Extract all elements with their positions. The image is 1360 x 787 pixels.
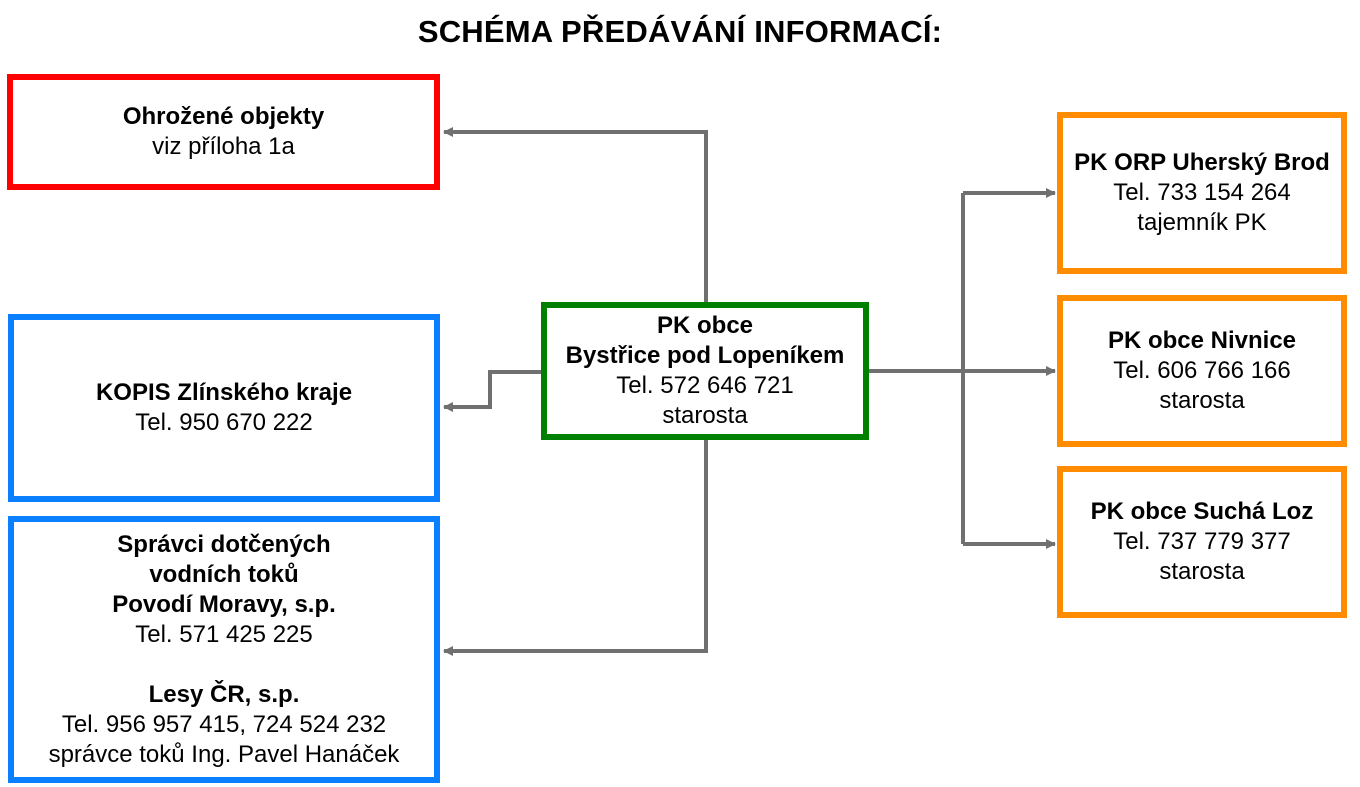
managers-title-line1: Správci dotčených — [117, 530, 331, 558]
orp-box: PK ORP Uherský Brod Tel. 733 154 264 taj… — [1057, 112, 1347, 274]
sucha-loz-role: starosta — [1159, 558, 1245, 585]
arrow-to-managers — [443, 438, 708, 656]
managers-title-line2: vodních toků — [149, 560, 299, 588]
threatened-objects-box: Ohrožené objekty viz příloha 1a — [7, 74, 440, 190]
water-managers-box: Správci dotčených vodních toků Povodí Mo… — [8, 516, 440, 783]
kopis-phone: Tel. 950 670 222 — [135, 409, 313, 436]
arrow-to-kopis — [443, 370, 542, 412]
arrow-to-threatened — [443, 127, 708, 303]
center-phone: Tel. 572 646 721 — [616, 372, 794, 399]
nivnice-phone: Tel. 606 766 166 — [1113, 357, 1291, 384]
nivnice-title: PK obce Nivnice — [1107, 327, 1297, 354]
threatened-objects-note: viz příloha 1a — [152, 133, 295, 160]
kopis-title: KOPIS Zlínského kraje — [95, 379, 353, 406]
orp-role: tajemník PK — [1137, 209, 1267, 236]
center-box: PK obce Bystřice pod Lopeníkem Tel. 572 … — [541, 302, 869, 440]
managers-org2: Lesy ČR, s.p. — [148, 680, 300, 708]
sucha-loz-title: PK obce Suchá Loz — [1090, 498, 1314, 525]
center-role: starosta — [662, 402, 748, 429]
sucha-loz-box: PK obce Suchá Loz Tel. 737 779 377 staro… — [1057, 466, 1347, 618]
orp-phone: Tel. 733 154 264 — [1113, 179, 1291, 206]
center-line2: Bystřice pod Lopeníkem — [565, 342, 845, 369]
kopis-box: KOPIS Zlínského kraje Tel. 950 670 222 — [8, 314, 440, 502]
managers-org1-phone: Tel. 571 425 225 — [135, 620, 313, 648]
orp-title: PK ORP Uherský Brod — [1074, 149, 1330, 176]
managers-org2-phone: Tel. 956 957 415, 724 524 232 — [61, 710, 387, 738]
nivnice-role: starosta — [1159, 387, 1245, 414]
managers-org1: Povodí Moravy, s.p. — [112, 590, 336, 618]
center-line1: PK obce — [656, 312, 754, 339]
threatened-objects-title: Ohrožené objekty — [122, 103, 325, 130]
diagram-title: SCHÉMA PŘEDÁVÁNÍ INFORMACÍ: — [417, 14, 943, 49]
sucha-loz-phone: Tel. 737 779 377 — [1113, 528, 1291, 555]
managers-org2-contact: správce toků Ing. Pavel Hanáček — [48, 740, 400, 768]
nivnice-box: PK obce Nivnice Tel. 606 766 166 starost… — [1057, 295, 1347, 447]
